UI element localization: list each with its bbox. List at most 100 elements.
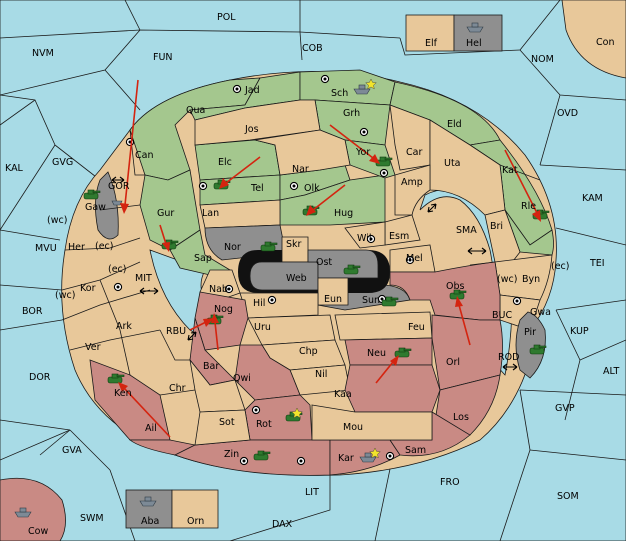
fleet-icon	[14, 507, 32, 518]
region-web[interactable]	[249, 261, 319, 291]
label-gvg: GVG	[52, 157, 73, 168]
label-feu: Feu	[408, 322, 425, 333]
supply-center-icon	[267, 295, 277, 305]
region-hel[interactable]	[453, 14, 503, 52]
supply-center-icon	[405, 255, 415, 265]
label-esm: Esm	[389, 231, 409, 242]
label-lit: LIT	[305, 487, 319, 498]
land-borders	[61, 129, 541, 396]
region-nar[interactable]	[254, 129, 351, 176]
label-qwi: Qwi	[233, 373, 251, 384]
supply-center-icon	[289, 181, 299, 191]
region-jos[interactable]	[194, 99, 321, 146]
region-kaa[interactable]	[344, 364, 441, 413]
label-ken: Ken	[114, 388, 132, 399]
supply-centers	[113, 74, 522, 466]
label-cob: COB	[302, 43, 323, 54]
label-gaw: Gaw	[85, 202, 106, 213]
supply-center-icon	[232, 84, 242, 94]
label-byn: Byn	[522, 274, 540, 285]
label-eun: Eun	[324, 294, 342, 305]
region-ost[interactable]	[307, 249, 379, 279]
region-pir[interactable]	[515, 311, 546, 379]
label-neu: Neu	[367, 348, 386, 359]
label-sma: SMA	[456, 225, 477, 236]
label-kam: KAM	[582, 193, 603, 204]
label-nar: Nar	[292, 164, 309, 175]
region-nog[interactable]	[194, 291, 249, 351]
label-uru: Uru	[254, 322, 271, 333]
label-nor: Nor	[224, 242, 241, 253]
label-coast-ec: (ec)	[108, 264, 126, 275]
label-nvm: NVM	[32, 48, 54, 59]
star-icon	[291, 407, 303, 419]
region-elf[interactable]	[405, 14, 455, 52]
fleet-icon	[353, 84, 371, 95]
label-ark: Ark	[116, 321, 132, 332]
region-rot[interactable]	[244, 394, 313, 441]
label-jos: Jos	[244, 124, 259, 135]
label-bri: Bri	[490, 221, 503, 232]
tank-icon	[375, 156, 393, 167]
label-dax: DAX	[272, 519, 293, 530]
region-can-area[interactable]	[129, 77, 261, 181]
label-bor: BOR	[22, 306, 43, 317]
label-coast-wc: (wc)	[497, 274, 517, 285]
region-labels: POL NVM FUN COB NOM OVD KAL GVG KAM TEI …	[5, 12, 619, 537]
label-sun: Sun	[362, 295, 380, 306]
label-elc: Elc	[218, 157, 232, 168]
label-rbu: RBU	[166, 326, 186, 337]
label-car: Car	[406, 147, 422, 158]
supply-center-icon	[198, 181, 208, 191]
region-mou[interactable]	[311, 404, 433, 441]
supply-center-icon	[251, 405, 261, 415]
region-neu[interactable]	[344, 337, 433, 366]
order-arrows	[118, 79, 541, 438]
region-gaw[interactable]	[95, 171, 119, 240]
region-car[interactable]	[389, 104, 431, 171]
tank-icon	[381, 296, 399, 307]
label-gva: GVA	[62, 445, 82, 456]
label-kat: Kat	[502, 165, 518, 176]
label-ail: Ail	[145, 423, 157, 434]
label-chp: Chp	[299, 346, 318, 357]
label-zin: Zin	[224, 449, 239, 460]
region-sam[interactable]	[389, 411, 471, 457]
region-orn[interactable]	[171, 489, 219, 529]
label-kal: KAL	[5, 163, 24, 174]
label-aba: Aba	[141, 516, 159, 527]
supply-center-icon	[385, 451, 395, 461]
label-skr: Skr	[286, 239, 302, 250]
label-nom: NOM	[531, 54, 554, 65]
label-hil: Hil	[253, 298, 265, 309]
tank-icon	[83, 189, 101, 200]
label-gvp: GVP	[555, 403, 575, 414]
region-sot[interactable]	[194, 409, 251, 446]
label-chr: Chr	[169, 383, 186, 394]
tank-icon	[253, 450, 271, 461]
region-cow[interactable]	[0, 477, 66, 541]
region-wil[interactable]	[344, 221, 386, 249]
label-los: Los	[453, 412, 469, 423]
label-coast-ec: (ec)	[95, 241, 113, 252]
region-uta[interactable]	[429, 119, 506, 216]
label-mou: Mou	[343, 422, 363, 433]
region-qwi[interactable]	[234, 344, 301, 401]
star-icon	[365, 78, 377, 90]
label-ver: Ver	[85, 342, 101, 353]
region-bri[interactable]	[484, 209, 521, 266]
label-dor: DOR	[29, 372, 51, 383]
label-eld: Eld	[447, 119, 462, 130]
region-aba[interactable]	[125, 489, 173, 529]
label-olk: Olk	[304, 183, 320, 194]
region-hil[interactable]	[239, 292, 319, 319]
label-qua: Qua	[186, 105, 205, 116]
label-fro: FRO	[440, 477, 460, 488]
label-pol: POL	[217, 12, 236, 23]
label-buc: BUC	[492, 310, 512, 321]
label-orn: Orn	[187, 516, 204, 527]
label-ost: Ost	[316, 257, 332, 268]
